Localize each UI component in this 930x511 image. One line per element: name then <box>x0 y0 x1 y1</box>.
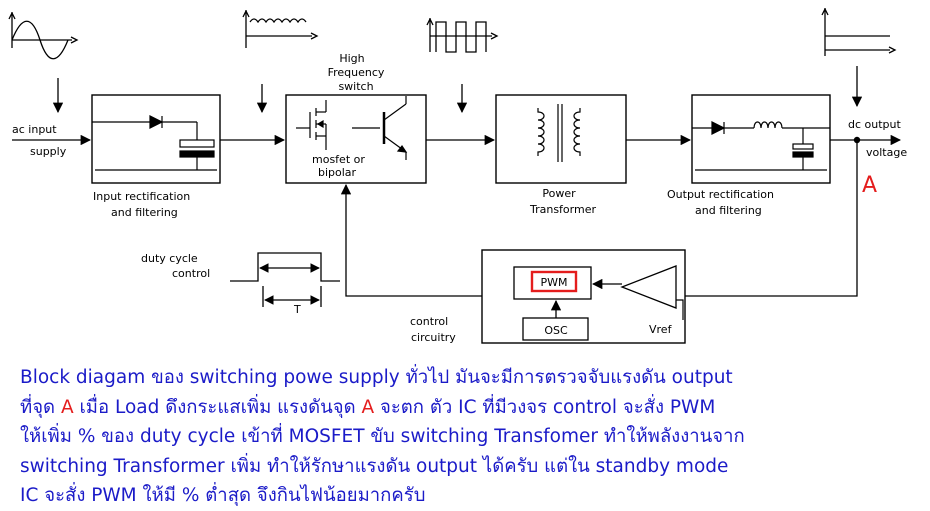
mosfet-label-line2: bipolar <box>318 166 357 179</box>
output-rectification-block <box>691 94 831 184</box>
dc-output-label: dc output <box>848 118 901 131</box>
point-a-marker: A <box>862 173 877 198</box>
control-label-line2: circuitry <box>411 331 456 344</box>
input-rectification-block <box>91 94 221 184</box>
caption-point-a: A <box>361 396 375 418</box>
switch-title-line2: Frequency <box>328 66 385 79</box>
switch-title-line3: switch <box>338 80 373 93</box>
caption-line: IC จะสั่ง PWM ให้มี % ต่ำสุด จึงกินไฟน้อ… <box>20 485 426 506</box>
switch-title-line1: High <box>339 52 364 65</box>
caption-line: Block diagam ของ switching powe supply ท… <box>20 367 733 388</box>
osc-label: OSC <box>544 324 568 337</box>
period-label: T <box>293 303 301 316</box>
duty-cycle-label-line1: duty cycle <box>141 252 198 265</box>
feedback-line <box>685 140 858 297</box>
vref-line <box>676 299 684 320</box>
mosfet-label-line1: mosfet or <box>312 153 365 166</box>
power-transformer-block <box>495 94 627 184</box>
thai-explanation-caption: Block diagam ของ switching powe supply ท… <box>20 363 920 511</box>
square-wave-waveform-icon <box>426 18 499 53</box>
dc-waveform-icon <box>821 8 897 56</box>
voltage-label: voltage <box>866 146 907 159</box>
ac-input-label: ac input <box>12 123 57 136</box>
error-amplifier-icon <box>620 265 677 309</box>
caption-line: ที่จุด A เมื่อ Load ดึงกระแสเพิ่ม แรงดัน… <box>20 393 920 423</box>
transformer-label-line2: Transformer <box>529 203 596 216</box>
duty-cycle-waveform-icon <box>230 252 340 307</box>
transformer-label-line1: Power <box>542 187 576 200</box>
input-block-label-line1: Input rectification <box>93 190 190 203</box>
control-label-line1: control <box>410 315 448 328</box>
duty-cycle-label-line2: control <box>172 267 210 280</box>
caption-text: เมื่อ Load ดึงกระแสเพิ่ม แรงดันจุด <box>73 396 362 418</box>
rectified-ripple-waveform-icon <box>242 10 319 48</box>
input-rectifier-schematic <box>92 115 217 171</box>
high-frequency-switch-block <box>285 94 427 184</box>
pwm-highlight-box <box>530 270 578 293</box>
caption-line: ให้เพิ่ม % ของ duty cycle เข้าที่ MOSFET… <box>20 426 745 447</box>
switching-power-supply-block-diagram: ac input supply Input rectification and … <box>8 8 907 344</box>
caption-text: จะตก ตัว IC ที่มีวงจร control จะสั่ง PWM <box>374 396 716 418</box>
pwm-label: PWM <box>540 276 567 289</box>
output-block-label-line2: and filtering <box>695 204 762 217</box>
caption-line: switching Transformer เพิ่ม ทำให้รักษาแร… <box>20 455 729 477</box>
caption-text: ที่จุด <box>20 396 61 418</box>
control-to-switch-line <box>340 183 487 297</box>
output-block-label-line1: Output rectification <box>667 188 774 201</box>
output-rectifier-schematic <box>692 121 830 171</box>
mosfet-symbol-icon <box>296 100 327 150</box>
input-block-label-line2: and filtering <box>111 206 178 219</box>
ac-sine-waveform-icon <box>8 12 79 60</box>
supply-label: supply <box>30 145 67 158</box>
transformer-coil-icon <box>537 104 581 162</box>
vref-label: Vref <box>649 323 673 336</box>
caption-point-a: A <box>60 396 74 418</box>
bipolar-transistor-icon <box>352 96 408 160</box>
